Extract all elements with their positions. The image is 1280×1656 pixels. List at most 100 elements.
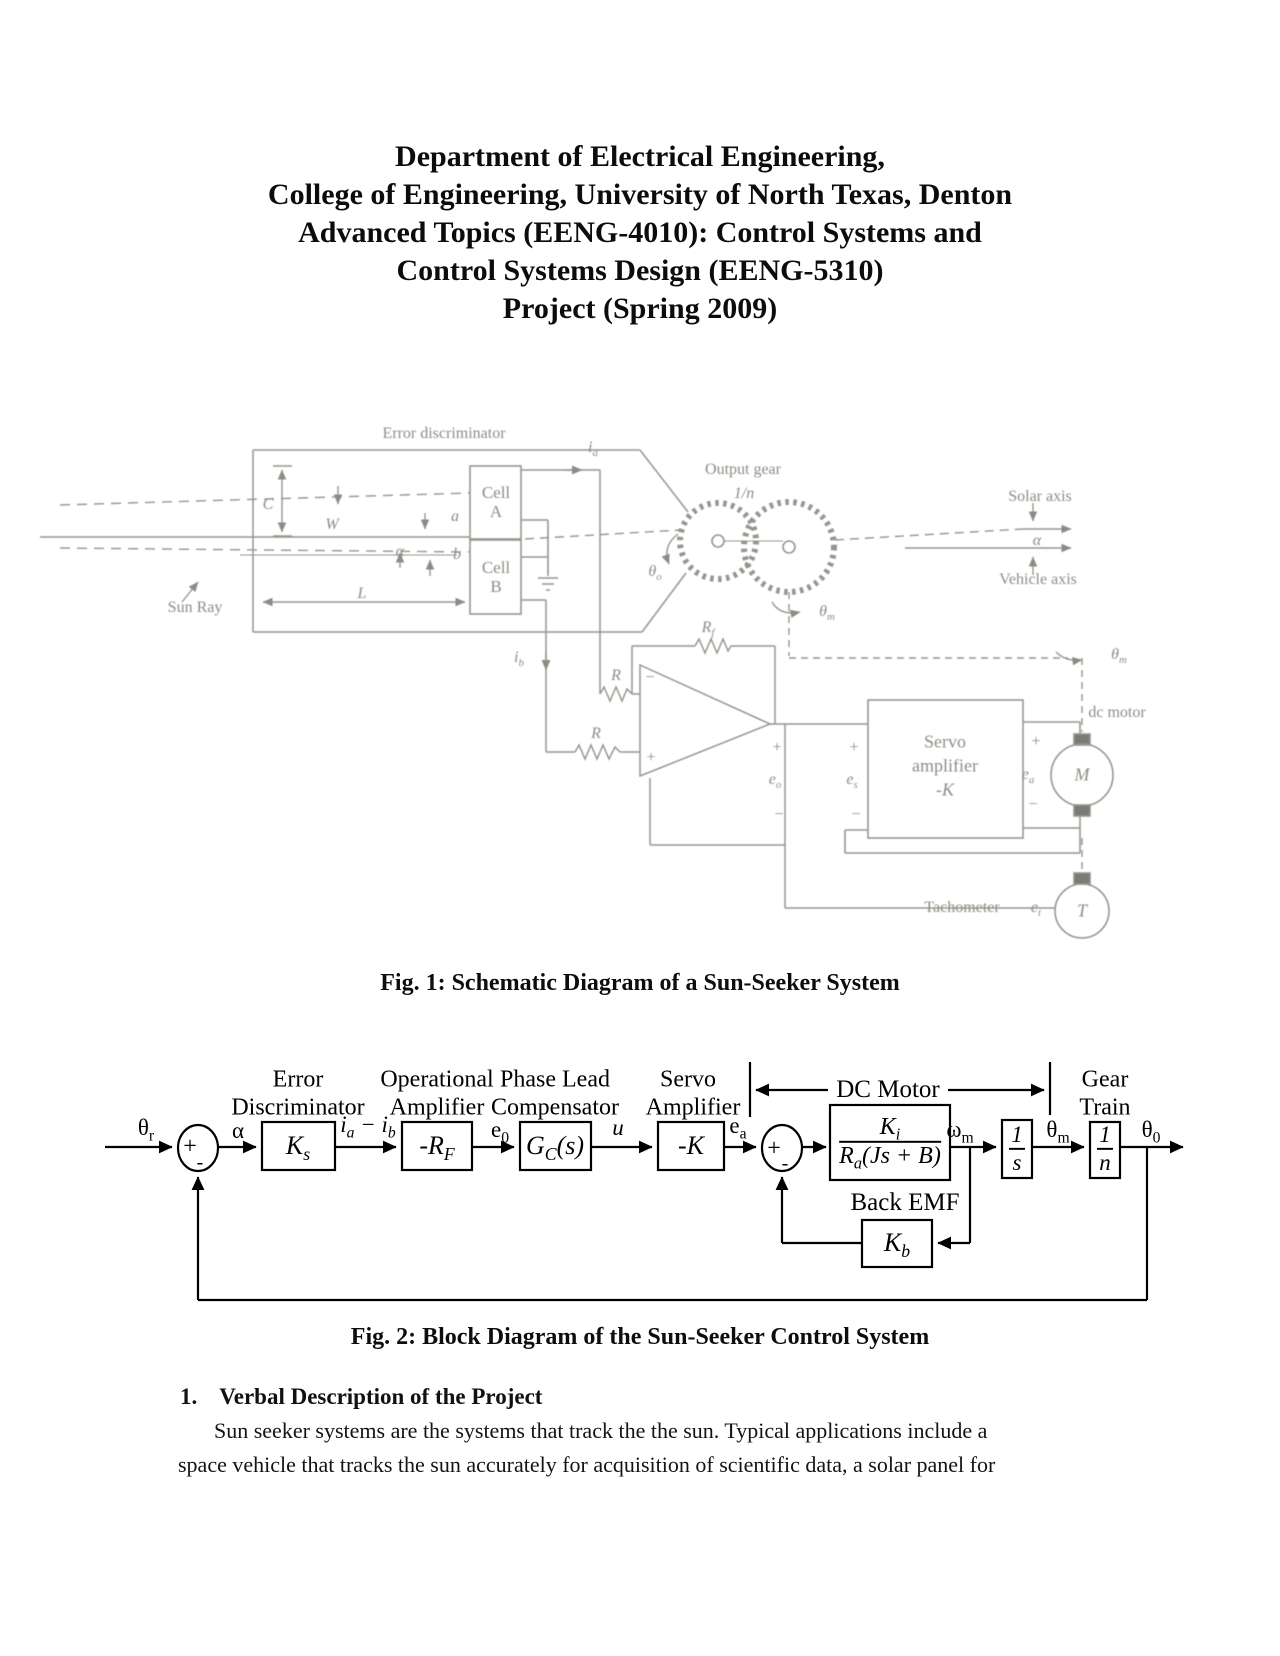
signal-u: u (612, 1115, 624, 1140)
stage-opamp-2: Amplifier (389, 1094, 485, 1121)
fig2-block-diagram: Error Discriminator Operational Amplifie… (105, 1062, 1184, 1302)
block-integrator: 1 s (1009, 1121, 1025, 1175)
theta-o-label: θo (648, 563, 662, 584)
fig2-drawing (105, 1062, 1184, 1302)
eo-label: eo (768, 771, 782, 792)
body-line-2: space vehicle that tracks the sun accura… (178, 1452, 996, 1477)
r-upper-label: R (611, 667, 621, 684)
dimension-marks (181, 465, 466, 607)
sum1-minus-sign: - (196, 1151, 204, 1174)
servo-amplifier-label-3: -K (936, 779, 954, 800)
axes-arrows (834, 503, 1072, 575)
terminal-b-label: b (453, 546, 461, 563)
es-plus-sign: + (849, 739, 859, 756)
document-title: Department of Electrical Engineering, Co… (0, 138, 1280, 328)
solar-axis-label: Solar axis (1008, 488, 1072, 505)
dim-c-label: C (262, 496, 274, 513)
sun-ray-lines (40, 492, 681, 556)
ea-minus-sign: − (1028, 796, 1038, 813)
opamp-plus-label: + (646, 749, 656, 766)
signal-theta-0: θ0 (1141, 1117, 1161, 1147)
stage-servo-1: Servo (660, 1066, 716, 1093)
eo-minus-sign: − (774, 806, 784, 823)
opamp-circuit (521, 465, 1055, 909)
stage-phase-2: Compensator (491, 1094, 619, 1121)
motor-denominator: Ra(Js + B) (839, 1143, 941, 1173)
signal-alpha: α (231, 1118, 245, 1143)
eo-plus-sign: + (772, 739, 782, 756)
title-line-4: Control Systems Design (EENG-5310) (396, 254, 884, 287)
terminal-a-label: a (451, 508, 459, 525)
r-lower-label: R (591, 725, 601, 742)
signal-ia-ib: ia − ib (340, 1112, 396, 1142)
body-line-1: Sun seeker systems are the systems that … (214, 1418, 988, 1443)
dim-l-label: L (357, 585, 367, 602)
shaft-lines (661, 533, 1083, 871)
ea-label: ea (1021, 766, 1035, 787)
sun-ray-label: Sun Ray (167, 599, 223, 616)
fraction-bar (1097, 1148, 1113, 1150)
block-rf: -RF (419, 1131, 455, 1165)
sum2-minus-sign: - (781, 1152, 789, 1175)
servo-amplifier-label-2: amplifier (912, 755, 978, 776)
fig1-caption: Fig. 1: Schematic Diagram of a Sun-Seeke… (380, 970, 900, 996)
tachometer-label: Tachometer (924, 899, 1000, 916)
title-line-1: Department of Electrical Engineering, (395, 140, 885, 173)
fig2-lines (105, 1062, 1184, 1302)
es-label: es (846, 771, 858, 792)
block-kb: Kb (883, 1228, 911, 1262)
signal-e0: e0 (490, 1117, 510, 1147)
error-discriminator-label: Error discriminator (382, 425, 506, 442)
gears (677, 499, 837, 595)
block-gear: 1 n (1097, 1121, 1113, 1175)
stage-gear-1: Gear (1081, 1066, 1129, 1093)
stage-error-1: Error (272, 1066, 324, 1093)
ea-plus-sign: + (1031, 733, 1041, 750)
title-line-2: College of Engineering, University of No… (267, 178, 1013, 211)
stage-gear-2: Train (1079, 1094, 1131, 1121)
fig2-caption: Fig. 2: Block Diagram of the Sun-Seeker … (350, 1324, 930, 1350)
ib-label: ib (514, 649, 524, 670)
stage-error-2: Discriminator (231, 1094, 365, 1121)
rf-label: Rf (701, 619, 715, 640)
et-label: et (1030, 899, 1042, 920)
es-minus-sign: − (851, 806, 861, 823)
signal-ea: ea (729, 1113, 747, 1143)
stage-servo-2: Amplifier (645, 1094, 741, 1121)
signal-theta-r: θr (137, 1115, 155, 1145)
block-ks: Ks (285, 1131, 311, 1165)
back-emf-label: Back EMF (850, 1189, 960, 1216)
sum1-plus-sign: + (183, 1133, 197, 1160)
output-gear-label: Output gear (705, 461, 781, 478)
fraction-bar (1009, 1148, 1025, 1150)
theta-m-gear-label: θm (819, 603, 835, 624)
servo-amplifier-label-1: Servo (924, 731, 966, 752)
motor-m-label: M (1074, 764, 1090, 785)
title-line-5: Project (Spring 2009) (502, 292, 778, 325)
dim-w-label: W (325, 516, 339, 533)
motor-numerator: Ki (879, 1113, 901, 1144)
vehicle-axis-label: Vehicle axis (999, 571, 1077, 588)
gear-numerator: 1 (1099, 1121, 1111, 1147)
ia-label: ia (588, 439, 598, 460)
integrator-denominator: s (1012, 1150, 1022, 1175)
integrator-numerator: 1 (1011, 1121, 1023, 1147)
fig1-drawing (40, 449, 1114, 939)
gear-denominator: n (1099, 1150, 1111, 1175)
servo-motor-tach (844, 699, 1114, 939)
alpha-small-label: α (395, 543, 405, 560)
opamp-minus-label: − (645, 669, 655, 686)
block-gc: GC(s) (525, 1131, 585, 1165)
title-line-3: Advanced Topics (EENG-4010): Control Sys… (298, 216, 982, 249)
sum2-plus-sign: + (767, 1135, 781, 1162)
dc-motor-label: dc motor (1088, 704, 1146, 721)
block-motor: Ki Ra(Js + B) (839, 1113, 941, 1173)
fraction-bar (839, 1141, 941, 1143)
tach-t-label: T (1076, 900, 1088, 921)
theta-m-motor-label: θm (1111, 646, 1127, 667)
stage-dc-motor: DC Motor (836, 1076, 940, 1103)
section-title: Verbal Description of the Project (219, 1384, 543, 1409)
